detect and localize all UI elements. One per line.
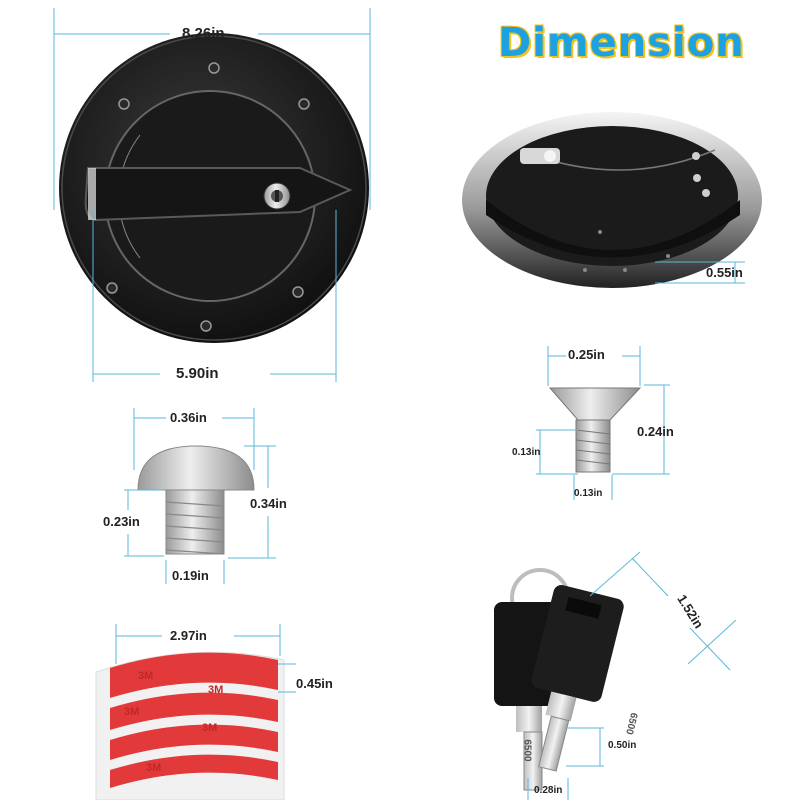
tape-brand-mark: 3M — [124, 706, 140, 718]
tape-width-label: 0.45in — [296, 676, 333, 691]
door-inner-width-label: 5.90in — [176, 365, 219, 382]
key-tip-label: 0.28in — [534, 785, 563, 796]
bs-head-label: 0.36in — [170, 410, 207, 425]
fuel-door-front — [59, 33, 369, 343]
countersunk-screw — [548, 387, 642, 473]
cs-length-label: 0.24in — [637, 424, 674, 439]
key-code-1: 6500 — [521, 739, 533, 762]
page-title: Dimension — [498, 20, 745, 66]
tape-strips — [95, 651, 285, 800]
cs-head-label: 0.25in — [568, 347, 605, 362]
countersunk-dimension-lines — [536, 346, 670, 500]
cs-thread-length-label: 0.13in — [512, 447, 541, 458]
side-dimension-lines — [655, 261, 745, 284]
fuel-door-dimension-lines — [53, 8, 371, 382]
door-width-label: 8.26in — [182, 25, 225, 42]
tape-brand-mark: 3M — [146, 762, 162, 774]
button-head-screw — [137, 445, 255, 555]
tape-brand-mark: 3M — [138, 670, 154, 682]
key-blade-label: 0.50in — [608, 740, 637, 751]
button-screw-dimension-lines — [124, 408, 276, 584]
bs-thread-length-label: 0.23in — [103, 514, 140, 529]
tape-dimension-lines — [115, 624, 296, 693]
fuel-door-side — [462, 112, 762, 288]
keys-dimension-lines — [527, 551, 737, 800]
cs-thread-dia-label: 0.13in — [574, 488, 603, 499]
bs-thread-dia-label: 0.19in — [172, 568, 209, 583]
tape-length-label: 2.97in — [170, 628, 207, 643]
door-thickness-label: 0.55in — [706, 265, 743, 280]
keys — [494, 568, 624, 791]
bs-length-label: 0.34in — [250, 496, 287, 511]
tape-brand-mark: 3M — [202, 722, 218, 734]
tape-brand-mark: 3M — [208, 684, 224, 696]
